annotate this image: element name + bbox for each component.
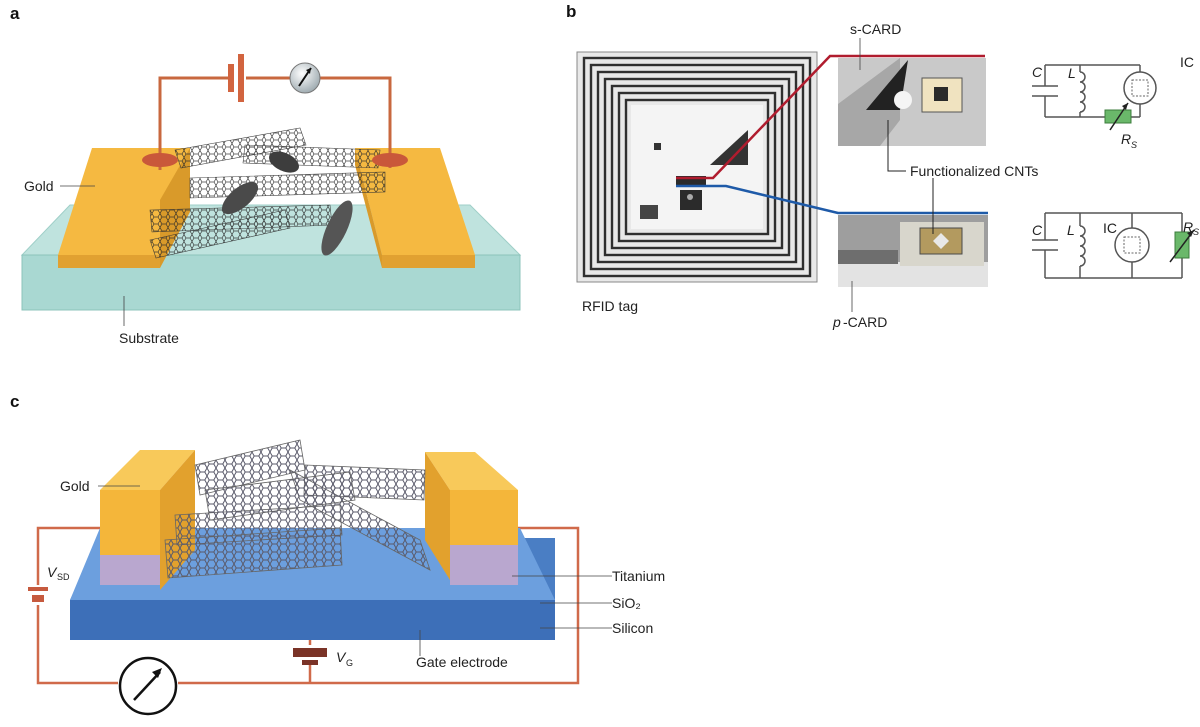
nanotube-dark-rolls-a bbox=[221, 151, 353, 256]
rfid-tag-label: RFID tag bbox=[582, 298, 638, 314]
circuit-bottom-capacitor-label: C bbox=[1032, 222, 1043, 238]
panel-b: b RFID tag bbox=[566, 2, 1199, 330]
titanium-label: Titanium bbox=[612, 568, 665, 584]
circuit-wire-a bbox=[158, 76, 392, 170]
vsd-label-sub: SD bbox=[57, 572, 70, 582]
circuit-bottom-inductor-label: L bbox=[1067, 222, 1075, 238]
circuit-bottom-resistor-sub: S bbox=[1193, 227, 1199, 237]
panel-a-letter: a bbox=[10, 4, 20, 23]
circuit-top-capacitor-label: C bbox=[1032, 64, 1043, 80]
panel-c: c bbox=[10, 392, 665, 716]
silicon-label: Silicon bbox=[612, 620, 653, 636]
vg-label-sub: G bbox=[346, 658, 353, 668]
panel-c-letter: c bbox=[10, 392, 19, 411]
gate-electrode-label: Gate electrode bbox=[416, 654, 508, 670]
circuit-bottom bbox=[1032, 212, 1183, 279]
p-card-callout-line bbox=[676, 184, 988, 215]
resistor-top bbox=[1104, 109, 1132, 124]
probe-pads-a bbox=[142, 153, 408, 167]
s-card-photo bbox=[838, 58, 986, 146]
gold-label-a: Gold bbox=[24, 178, 54, 194]
circuit-top-inductor-label: L bbox=[1068, 65, 1076, 81]
panel-a: a bbox=[10, 4, 522, 346]
gold-electrode-right-c bbox=[425, 452, 518, 585]
s-card-callout-line bbox=[676, 54, 985, 180]
ammeter-c bbox=[118, 656, 178, 716]
circuit-top-resistor-sub: S bbox=[1131, 140, 1137, 150]
p-card-photo bbox=[838, 215, 988, 287]
gold-label-c: Gold bbox=[60, 478, 90, 494]
circuit-top bbox=[1032, 64, 1157, 118]
rfid-tag-photo bbox=[576, 51, 818, 283]
s-card-label: s-CARD bbox=[850, 21, 901, 37]
sio2-label: SiO₂ bbox=[612, 595, 641, 611]
vsd-battery bbox=[28, 587, 48, 602]
circuit-top-resistor-label: R bbox=[1121, 131, 1131, 147]
panel-b-letter: b bbox=[566, 2, 576, 21]
nanotube-network-c bbox=[164, 439, 431, 579]
nanotube-network-a bbox=[149, 127, 386, 259]
circuit-bottom-ic-label: IC bbox=[1103, 220, 1117, 236]
battery-a bbox=[228, 54, 244, 102]
vg-label: V bbox=[336, 649, 347, 665]
substrate-label: Substrate bbox=[119, 330, 179, 346]
functionalized-cnts-label: Functionalized CNTs bbox=[910, 163, 1038, 179]
circuit-bottom-resistor-label: R bbox=[1183, 219, 1193, 235]
ammeter-a bbox=[289, 62, 321, 94]
vsd-label: V bbox=[47, 564, 58, 580]
vg-battery bbox=[293, 648, 327, 665]
p-card-label-suffix: -CARD bbox=[843, 314, 887, 330]
circuit-top-ic-label: IC bbox=[1180, 54, 1194, 70]
p-card-label-prefix: p bbox=[832, 314, 841, 330]
